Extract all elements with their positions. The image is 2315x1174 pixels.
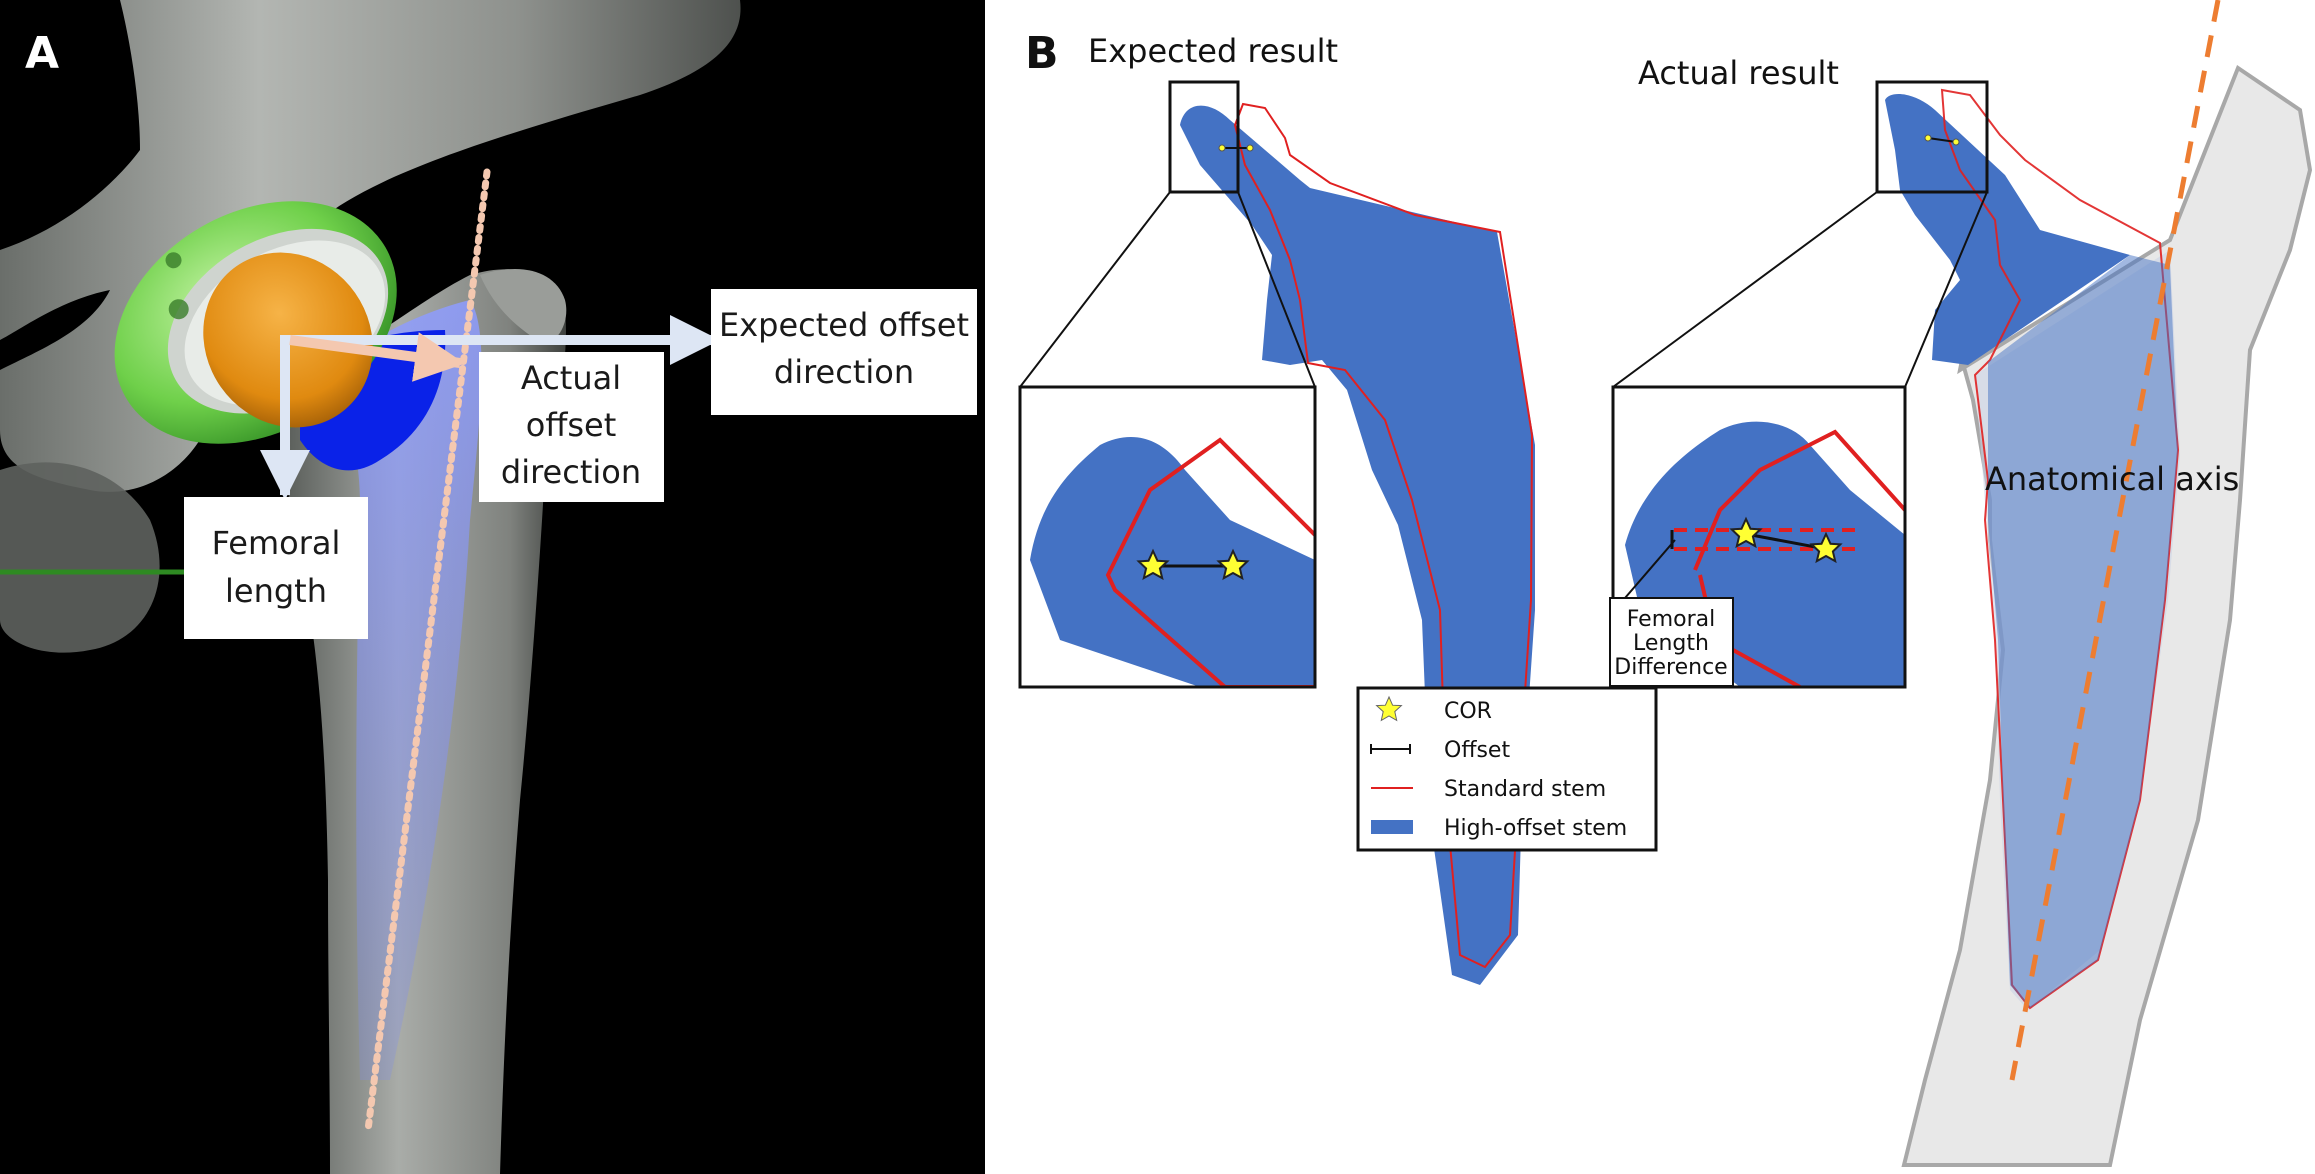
expected-standard-stem-outline — [1233, 102, 1534, 969]
actual-mini-cor-1 — [1924, 134, 1932, 142]
legend-high-offset-stem-symbol — [1371, 820, 1413, 834]
legend-high-offset-stem-label: High-offset stem — [1444, 816, 1627, 841]
actual-zoom-connector-right — [1904, 191, 1988, 388]
legend-cor-star — [1375, 695, 1403, 722]
panel-a: Expected offset direction Actual offset … — [0, 0, 985, 1174]
femoral-length-line1: Femoral — [212, 524, 341, 562]
legend-offset-label: Offset — [1444, 738, 1510, 763]
expected-zoom-box — [1168, 80, 1240, 194]
expected-inset-cor-2 — [1216, 548, 1250, 581]
length-difference-line3: Difference — [1614, 655, 1727, 680]
actual-inset-cor-1 — [1729, 516, 1763, 549]
panel-b: B Expected result Actual result — [1018, 0, 2313, 1167]
actual-mini-offset — [1927, 137, 1957, 143]
length-difference-leader — [1624, 539, 1676, 599]
actual-result-title: Actual result — [1638, 54, 1839, 92]
expected-mini-cor-1 — [1218, 144, 1226, 152]
panel-a-letter: A — [25, 28, 59, 79]
actual-offset-line1: Actual — [521, 359, 621, 397]
expected-offset-callout: Expected offset direction — [711, 289, 977, 415]
actual-offset-line3: direction — [501, 453, 641, 491]
femoral-length-callout: Femoral length — [184, 497, 368, 639]
legend: COR Offset Standard stem High-offset ste… — [1356, 686, 1658, 852]
femoral-axis-dotted-line — [364, 168, 491, 1134]
actual-offset-line2: offset — [526, 406, 617, 444]
actual-high-offset-stem-body — [1988, 255, 2178, 1008]
expected-mini-cor-2 — [1246, 144, 1254, 152]
femoral-length-line2: length — [225, 572, 327, 610]
ischium-bone — [0, 462, 160, 653]
expected-offset-line2: direction — [774, 353, 914, 391]
expected-offset-line1: Expected offset — [719, 306, 969, 344]
legend-standard-stem-label: Standard stem — [1444, 777, 1606, 802]
actual-inset-cor-2 — [1809, 531, 1843, 564]
panel-b-letter: B — [1025, 28, 1059, 79]
anatomical-axis-label: Anatomical axis — [1985, 460, 2239, 498]
length-difference-line1: Femoral — [1627, 607, 1716, 632]
length-difference-callout: Femoral Length Difference — [1609, 597, 1734, 687]
actual-zoom-connector-left — [1612, 191, 1878, 388]
length-difference-line2: Length — [1633, 631, 1709, 656]
stem-3d-body — [330, 300, 482, 1080]
actual-mini-cor-2 — [1952, 138, 1960, 146]
expected-inset-cor-1 — [1136, 548, 1170, 581]
actual-offset-callout: Actual offset direction — [479, 352, 664, 502]
actual-zoom-box — [1875, 80, 1989, 194]
actual-high-offset-stem-neck — [1885, 94, 2130, 365]
expected-result-title: Expected result — [1088, 32, 1338, 70]
expected-inset — [1018, 385, 1317, 689]
anatomical-axis-line — [2009, 0, 2221, 1081]
expected-zoom-connector-right — [1237, 191, 1316, 388]
legend-cor-label: COR — [1444, 699, 1492, 724]
greater-trochanter — [480, 268, 567, 345]
expected-zoom-connector-left — [1019, 191, 1171, 388]
actual-offset-arrow — [289, 332, 465, 382]
